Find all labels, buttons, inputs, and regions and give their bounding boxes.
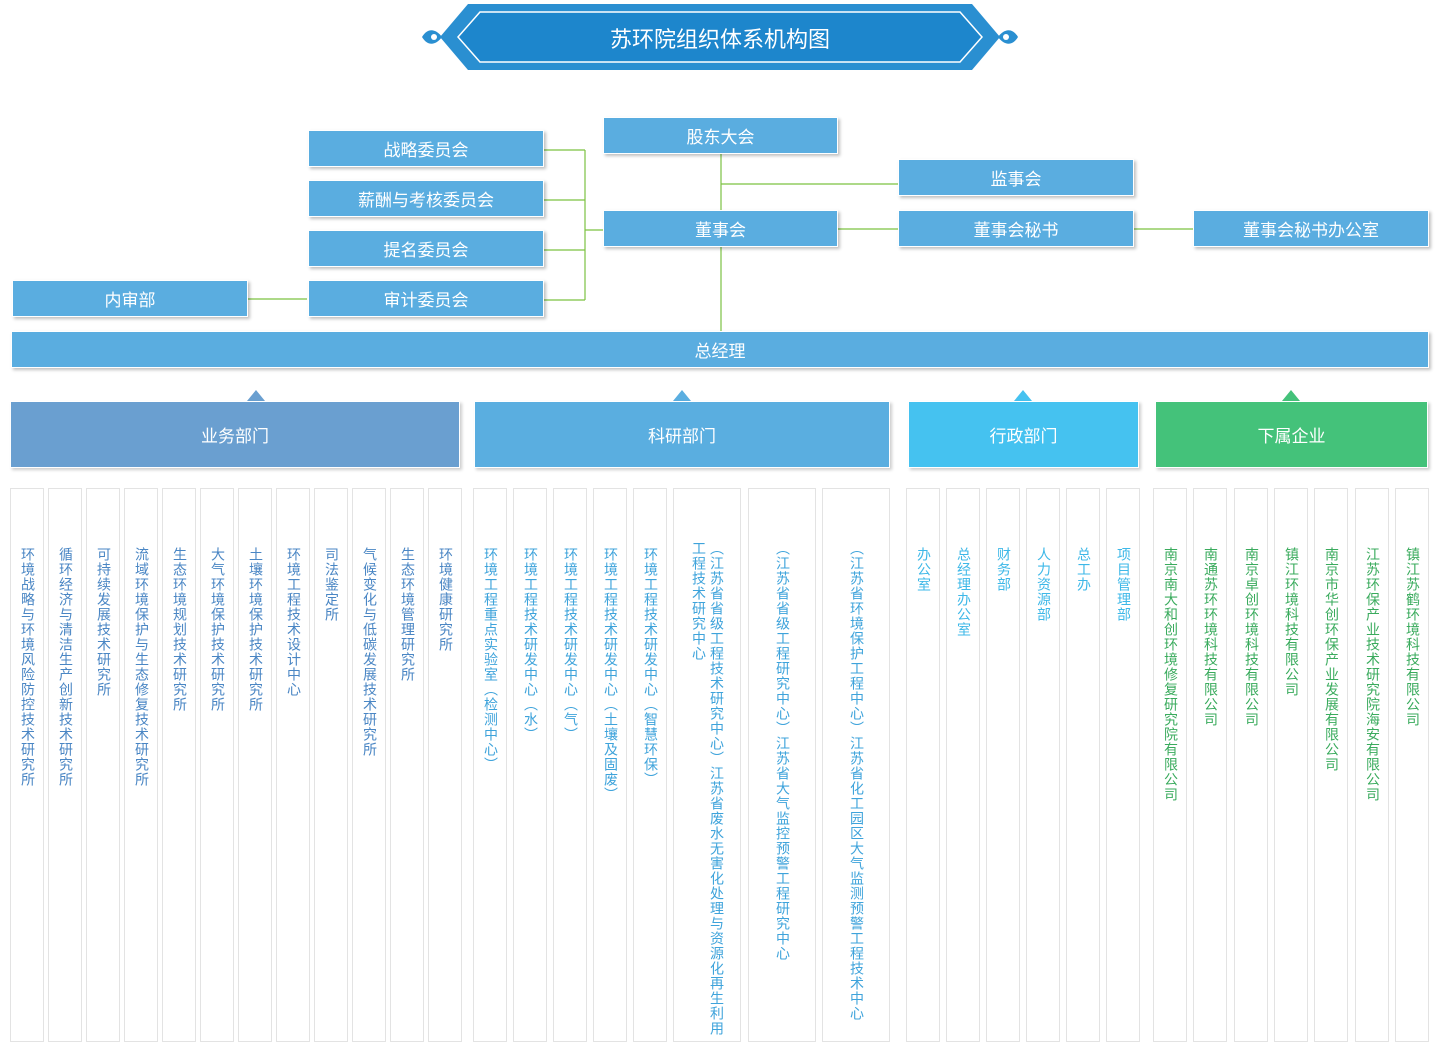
business-unit-label: 土壤环境保护技术研究所 xyxy=(247,547,263,712)
subsidiary-column: 南京市华创环保产业发展有限公司 xyxy=(1314,488,1348,1042)
subsidiary-column: 南京卓创环境科技有限公司 xyxy=(1234,488,1268,1042)
secretary-office-box: 董事会秘书办公室 xyxy=(1193,210,1429,247)
shareholders-box: 股东大会 xyxy=(603,117,838,154)
strategy-committee-box: 战略委员会 xyxy=(308,130,544,167)
business-unit-label: 生态环境管理研究所 xyxy=(399,547,415,682)
research-unit-label: 环境工程技术研发中心（气） xyxy=(562,547,578,742)
research-unit-label: 环境工程技术研发中心（土壤及固废） xyxy=(602,547,618,802)
admin-unit-label: 财务部 xyxy=(995,547,1011,592)
research-unit-column: 环境工程技术研发中心（土壤及固废） xyxy=(593,488,627,1042)
subsidiary-label: 南京卓创环境科技有限公司 xyxy=(1243,547,1259,727)
business-unit-column: 司法鉴定所 xyxy=(314,488,348,1042)
subsidiary-label: 南通苏环环境科技有限公司 xyxy=(1202,547,1218,727)
business-dept-header: 业务部门 xyxy=(10,401,460,468)
research-unit-column: 环境工程重点实验室（检测中心） xyxy=(473,488,507,1042)
compensation-committee-box: 薪酬与考核委员会 xyxy=(308,180,544,217)
admin-dept-header: 行政部门 xyxy=(908,401,1139,468)
internal-audit-box: 内审部 xyxy=(12,280,248,317)
research-unit-label: 环境工程技术研发中心（智慧环保） xyxy=(642,547,658,787)
business-unit-column: 环境战略与环境风险防控技术研究所 xyxy=(10,488,44,1042)
secretary-box: 董事会秘书 xyxy=(898,210,1134,247)
research-unit-column: （江苏省环境保护工程中心）江苏省化工园区大气监测预警工程技术中心 xyxy=(822,488,890,1042)
research-unit-label: （江苏省环境保护工程中心）江苏省化工园区大气监测预警工程技术中心 xyxy=(848,541,864,1021)
business-unit-column: 环境健康研究所 xyxy=(428,488,462,1042)
research-caret xyxy=(673,390,691,401)
title-banner xyxy=(422,4,1018,70)
admin-unit-column: 人力资源部 xyxy=(1026,488,1060,1042)
admin-unit-label: 项目管理部 xyxy=(1115,547,1131,622)
business-unit-label: 气候变化与低碳发展技术研究所 xyxy=(361,547,377,757)
subsidiary-label: 镇江苏鹤环境科技有限公司 xyxy=(1404,547,1420,727)
subsidiary-column: 江苏环保产业技术研究院海安有限公司 xyxy=(1355,488,1389,1042)
business-unit-label: 可持续发展技术研究所 xyxy=(95,547,111,697)
subsidiary-caret xyxy=(1282,390,1300,401)
business-unit-label: 环境工程技术设计中心 xyxy=(285,547,301,697)
business-caret xyxy=(247,390,265,401)
admin-unit-label: 总工办 xyxy=(1075,547,1091,592)
board-box: 董事会 xyxy=(603,210,838,247)
business-unit-column: 循环经济与清洁生产创新技术研究所 xyxy=(48,488,82,1042)
research-unit-column: （江苏省省级工程技术研究中心）江苏省废水无害化处理与资源化再生利用工程技术研究中… xyxy=(673,488,741,1042)
subsidiary-label: 镇江环境科技有限公司 xyxy=(1283,547,1299,697)
admin-unit-column: 总经理办公室 xyxy=(946,488,980,1042)
general-manager-bar: 总经理 xyxy=(11,331,1429,368)
supervisors-box: 监事会 xyxy=(898,159,1134,196)
subsidiary-dept-header: 下属企业 xyxy=(1155,401,1428,468)
admin-unit-column: 办公室 xyxy=(906,488,940,1042)
business-unit-label: 流域环境保护与生态修复技术研究所 xyxy=(133,547,149,787)
admin-unit-label: 人力资源部 xyxy=(1035,547,1051,622)
business-unit-label: 循环经济与清洁生产创新技术研究所 xyxy=(57,547,73,787)
business-unit-column: 大气环境保护技术研究所 xyxy=(200,488,234,1042)
research-unit-column: 环境工程技术研发中心（智慧环保） xyxy=(633,488,667,1042)
subsidiary-label: 南京市华创环保产业发展有限公司 xyxy=(1323,547,1339,772)
page-title: 苏环院组织体系机构图 xyxy=(609,28,830,53)
admin-unit-column: 总工办 xyxy=(1066,488,1100,1042)
admin-unit-label: 总经理办公室 xyxy=(955,547,971,637)
subsidiary-column: 南通苏环环境科技有限公司 xyxy=(1193,488,1227,1042)
research-unit-label: （江苏省省级工程研究中心）江苏省大气监控预警工程研究中心 xyxy=(774,541,790,961)
business-unit-label: 环境战略与环境风险防控技术研究所 xyxy=(19,547,35,787)
business-unit-column: 生态环境管理研究所 xyxy=(390,488,424,1042)
subsidiary-label: 江苏环保产业技术研究院海安有限公司 xyxy=(1364,547,1380,802)
business-unit-column: 可持续发展技术研究所 xyxy=(86,488,120,1042)
admin-unit-label: 办公室 xyxy=(915,547,931,592)
business-unit-column: 流域环境保护与生态修复技术研究所 xyxy=(124,488,158,1042)
business-unit-column: 气候变化与低碳发展技术研究所 xyxy=(352,488,386,1042)
admin-unit-column: 项目管理部 xyxy=(1106,488,1140,1042)
audit-committee-box: 审计委员会 xyxy=(308,280,544,317)
business-unit-label: 司法鉴定所 xyxy=(323,547,339,622)
subsidiary-column: 镇江环境科技有限公司 xyxy=(1274,488,1308,1042)
business-unit-label: 大气环境保护技术研究所 xyxy=(209,547,225,712)
business-unit-label: 生态环境规划技术研究所 xyxy=(171,547,187,712)
subsidiary-label: 南京南大和创环境修复研究院有限公司 xyxy=(1162,547,1178,802)
subsidiary-column: 镇江苏鹤环境科技有限公司 xyxy=(1395,488,1429,1042)
research-unit-column: （江苏省省级工程研究中心）江苏省大气监控预警工程研究中心 xyxy=(748,488,816,1042)
admin-unit-column: 财务部 xyxy=(986,488,1020,1042)
research-unit-label: （江苏省省级工程技术研究中心）江苏省废水无害化处理与资源化再生利用工程技术研究中… xyxy=(690,541,724,1036)
subsidiary-column: 南京南大和创环境修复研究院有限公司 xyxy=(1153,488,1187,1042)
admin-caret xyxy=(1014,390,1032,401)
research-dept-header: 科研部门 xyxy=(474,401,890,468)
business-unit-column: 环境工程技术设计中心 xyxy=(276,488,310,1042)
research-unit-column: 环境工程技术研发中心（水） xyxy=(513,488,547,1042)
research-unit-label: 环境工程技术研发中心（水） xyxy=(522,547,538,742)
nomination-committee-box: 提名委员会 xyxy=(308,230,544,267)
business-unit-column: 土壤环境保护技术研究所 xyxy=(238,488,272,1042)
business-unit-column: 生态环境规划技术研究所 xyxy=(162,488,196,1042)
research-unit-column: 环境工程技术研发中心（气） xyxy=(553,488,587,1042)
business-unit-label: 环境健康研究所 xyxy=(437,547,453,652)
research-unit-label: 环境工程重点实验室（检测中心） xyxy=(482,547,498,772)
